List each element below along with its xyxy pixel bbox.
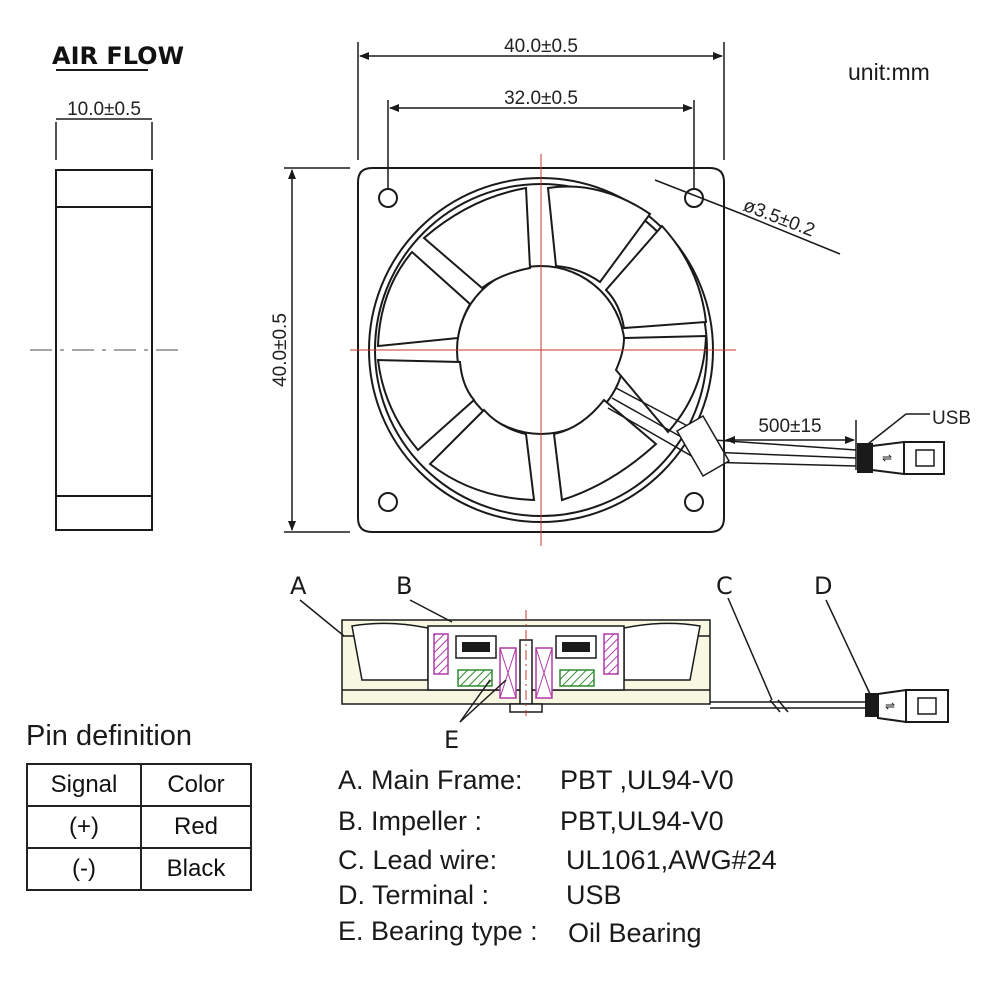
- side-view: [30, 122, 178, 531]
- callout-d: D: [814, 572, 832, 600]
- usb-plug-section: [865, 688, 949, 724]
- unit-label: unit:mm: [848, 59, 930, 85]
- pin-color: Black: [140, 847, 252, 891]
- usb-symbol-icon: ⇌: [882, 451, 892, 465]
- usb-label: USB: [932, 408, 971, 429]
- spec-value: UL1061,AWG#24: [566, 845, 777, 875]
- callout-c: C: [716, 572, 733, 600]
- callout-b: B: [396, 572, 412, 600]
- spec-label: A. Main Frame:: [338, 765, 523, 795]
- lead-length-dim: 500±15: [758, 416, 821, 437]
- thickness-dim: 10.0±0.5: [67, 99, 141, 120]
- usb-section-symbol-icon: ⇌: [885, 699, 895, 713]
- usb-plug-front: [857, 440, 945, 476]
- spec-label: D. Terminal :: [338, 880, 490, 910]
- spec-value: PBT,UL94-V0: [560, 806, 724, 836]
- pin-definition-title: Pin definition: [26, 720, 193, 752]
- hole-diameter-dim: ø3.5±0.2: [740, 195, 817, 241]
- table-header-row: Signal Color: [26, 763, 252, 807]
- spec-label: C. Lead wire:: [338, 845, 498, 875]
- header-signal: Signal: [26, 763, 142, 807]
- spec-value: Oil Bearing: [568, 918, 702, 948]
- callout-a: A: [290, 572, 307, 600]
- pin-signal: (+): [26, 805, 142, 849]
- centerlines: [350, 154, 736, 546]
- spec-value: PBT ,UL94-V0: [560, 765, 734, 795]
- table-row: (-) Black: [26, 847, 252, 891]
- hole-spacing-dim: 32.0±0.5: [504, 88, 578, 109]
- pin-color: Red: [140, 805, 252, 849]
- callout-e: E: [444, 726, 459, 754]
- front-view: 40.0±0.5 32.0±0.5 40.0±0.5 ø3.5±0.2: [270, 36, 971, 546]
- usb-leader: [867, 413, 907, 445]
- air-flow-label: AIR FLOW: [52, 42, 184, 70]
- spec-label: B. Impeller :: [338, 806, 483, 836]
- width-dim: 40.0±0.5: [504, 36, 578, 57]
- fan-blades: [376, 185, 708, 502]
- spec-label: E. Bearing type :: [338, 916, 538, 946]
- height-dim: 40.0±0.5: [270, 313, 291, 387]
- table-row: (+) Red: [26, 805, 252, 849]
- cross-section: ⇌ A B C D E: [290, 572, 949, 754]
- spec-value: USB: [566, 880, 622, 910]
- header-color: Color: [140, 763, 252, 807]
- pin-definition-table: Signal Color (+) Red (-) Black: [26, 763, 252, 891]
- pin-signal: (-): [26, 847, 142, 891]
- lead-wire: [607, 387, 857, 478]
